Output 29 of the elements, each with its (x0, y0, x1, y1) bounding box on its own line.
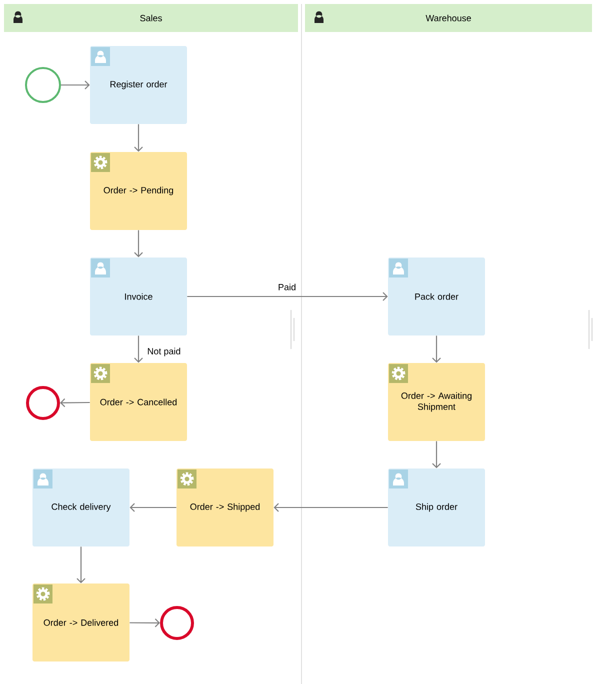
arrow (432, 441, 441, 468)
edge-label: Not paid (146, 346, 182, 358)
service-task-box: Order -> Shipped (176, 468, 274, 546)
lane-header: Warehouse (305, 4, 592, 32)
end-event-circle (26, 386, 60, 420)
arrow (134, 124, 143, 152)
arrow (134, 336, 143, 363)
arrow (76, 546, 86, 584)
arrow (187, 292, 388, 301)
service-task-box: Order -> Awaiting Shipment (388, 363, 485, 441)
arrow (432, 336, 441, 363)
arrow (60, 398, 90, 408)
service-task-box: Order -> Cancelled (90, 363, 187, 441)
lane-header: Sales (4, 4, 298, 32)
task-box: Invoice (90, 258, 187, 336)
end-event-circle (160, 606, 194, 640)
task-box: Register order (90, 46, 187, 124)
arrow (61, 80, 90, 90)
task-box: Check delivery (32, 468, 130, 546)
arrow (274, 503, 388, 512)
arrow (134, 230, 143, 258)
service-task-box: Order -> Delivered (32, 584, 130, 662)
arrow (130, 618, 160, 628)
task-box: Ship order (388, 468, 485, 546)
arrow (130, 503, 176, 512)
service-task-box: Order -> Pending (90, 152, 187, 230)
task-box: Pack order (388, 258, 485, 336)
start-event-circle (25, 67, 61, 103)
edge-label: Paid (277, 282, 298, 292)
